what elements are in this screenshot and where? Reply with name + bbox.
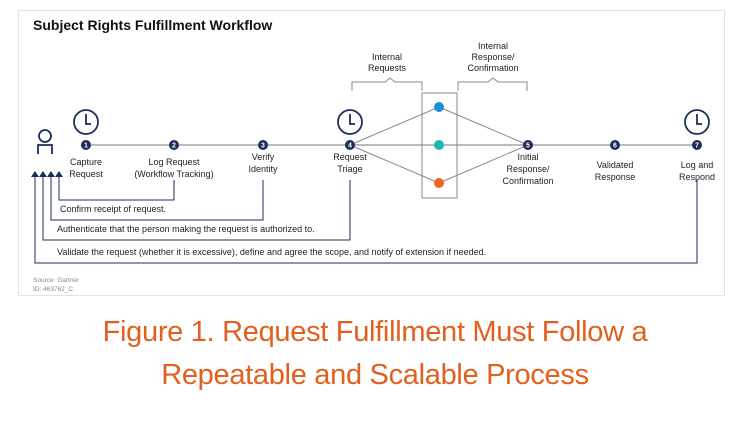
bracket-label: Confirmation: [467, 63, 518, 73]
step-label: (Workflow Tracking): [134, 169, 213, 179]
step-label: Verify: [252, 152, 275, 162]
person-icon: [37, 129, 53, 154]
diagram-frame: [18, 10, 725, 296]
teal-dot: [434, 140, 444, 150]
step-number: 1: [84, 143, 88, 150]
diagram-title: Subject Rights Fulfillment Workflow: [33, 17, 272, 33]
orange-dot: [434, 178, 444, 188]
step-label: Validated: [597, 160, 634, 170]
step-number: 7: [695, 143, 699, 150]
step-node: [610, 140, 620, 150]
step-label: Confirmation: [502, 176, 553, 186]
arrow-heads: [31, 171, 63, 177]
step-node: [169, 140, 179, 150]
figure-caption-line1: Figure 1. Request Fulfillment Must Follo…: [102, 316, 648, 348]
step-label: Initial: [517, 152, 538, 162]
clock-icon: [337, 109, 363, 135]
bracket-label: Internal: [372, 52, 402, 62]
clock-icon: [684, 109, 710, 135]
step-label: Log Request: [148, 157, 200, 167]
feedback-validate: Validate the request (whether it is exce…: [57, 247, 486, 257]
step-node: [692, 140, 702, 150]
internal-box: [421, 92, 458, 199]
step-label: Request: [333, 152, 367, 162]
clock-icons: [73, 109, 710, 135]
fan-lines: [349, 106, 529, 184]
step-label: Respond: [679, 172, 715, 182]
workflow-diagram: Subject Rights Fulfillment Workflow Inte…: [31, 17, 715, 293]
feedback-confirm: Confirm receipt of request.: [60, 204, 166, 214]
step-label: Identity: [248, 164, 278, 174]
step-node: [258, 140, 268, 150]
step-label: Response: [595, 172, 636, 182]
step-node: [81, 140, 91, 150]
blue-dot: [434, 102, 444, 112]
bracket-label: Requests: [368, 63, 407, 73]
figure-caption-line2: Repeatable and Scalable Process: [161, 359, 589, 391]
step-number: 4: [348, 143, 352, 150]
step-number: 3: [261, 143, 265, 150]
step-label: Triage: [337, 164, 362, 174]
feedback-authenticate: Authenticate that the person making the …: [57, 224, 315, 234]
clock-icon: [73, 109, 99, 135]
id-note: ID: 463762_C: [33, 286, 73, 293]
step-number: 5: [526, 143, 530, 150]
step-label: Capture: [70, 157, 102, 167]
step-node: [345, 140, 355, 150]
source-note: Source: Gartner: [33, 277, 80, 284]
bracket-label: Internal: [478, 41, 508, 51]
step-label: Response/: [506, 164, 550, 174]
bracket-internal-requests: [351, 77, 423, 91]
step-label: Log and: [681, 160, 714, 170]
step-number: 6: [613, 143, 617, 150]
step-label: Request: [69, 169, 103, 179]
bracket-internal-response: [457, 77, 528, 91]
bracket-label: Response/: [471, 52, 515, 62]
step-number: 2: [172, 143, 176, 150]
feedback-lines: [34, 174, 698, 264]
step-node: [523, 140, 533, 150]
